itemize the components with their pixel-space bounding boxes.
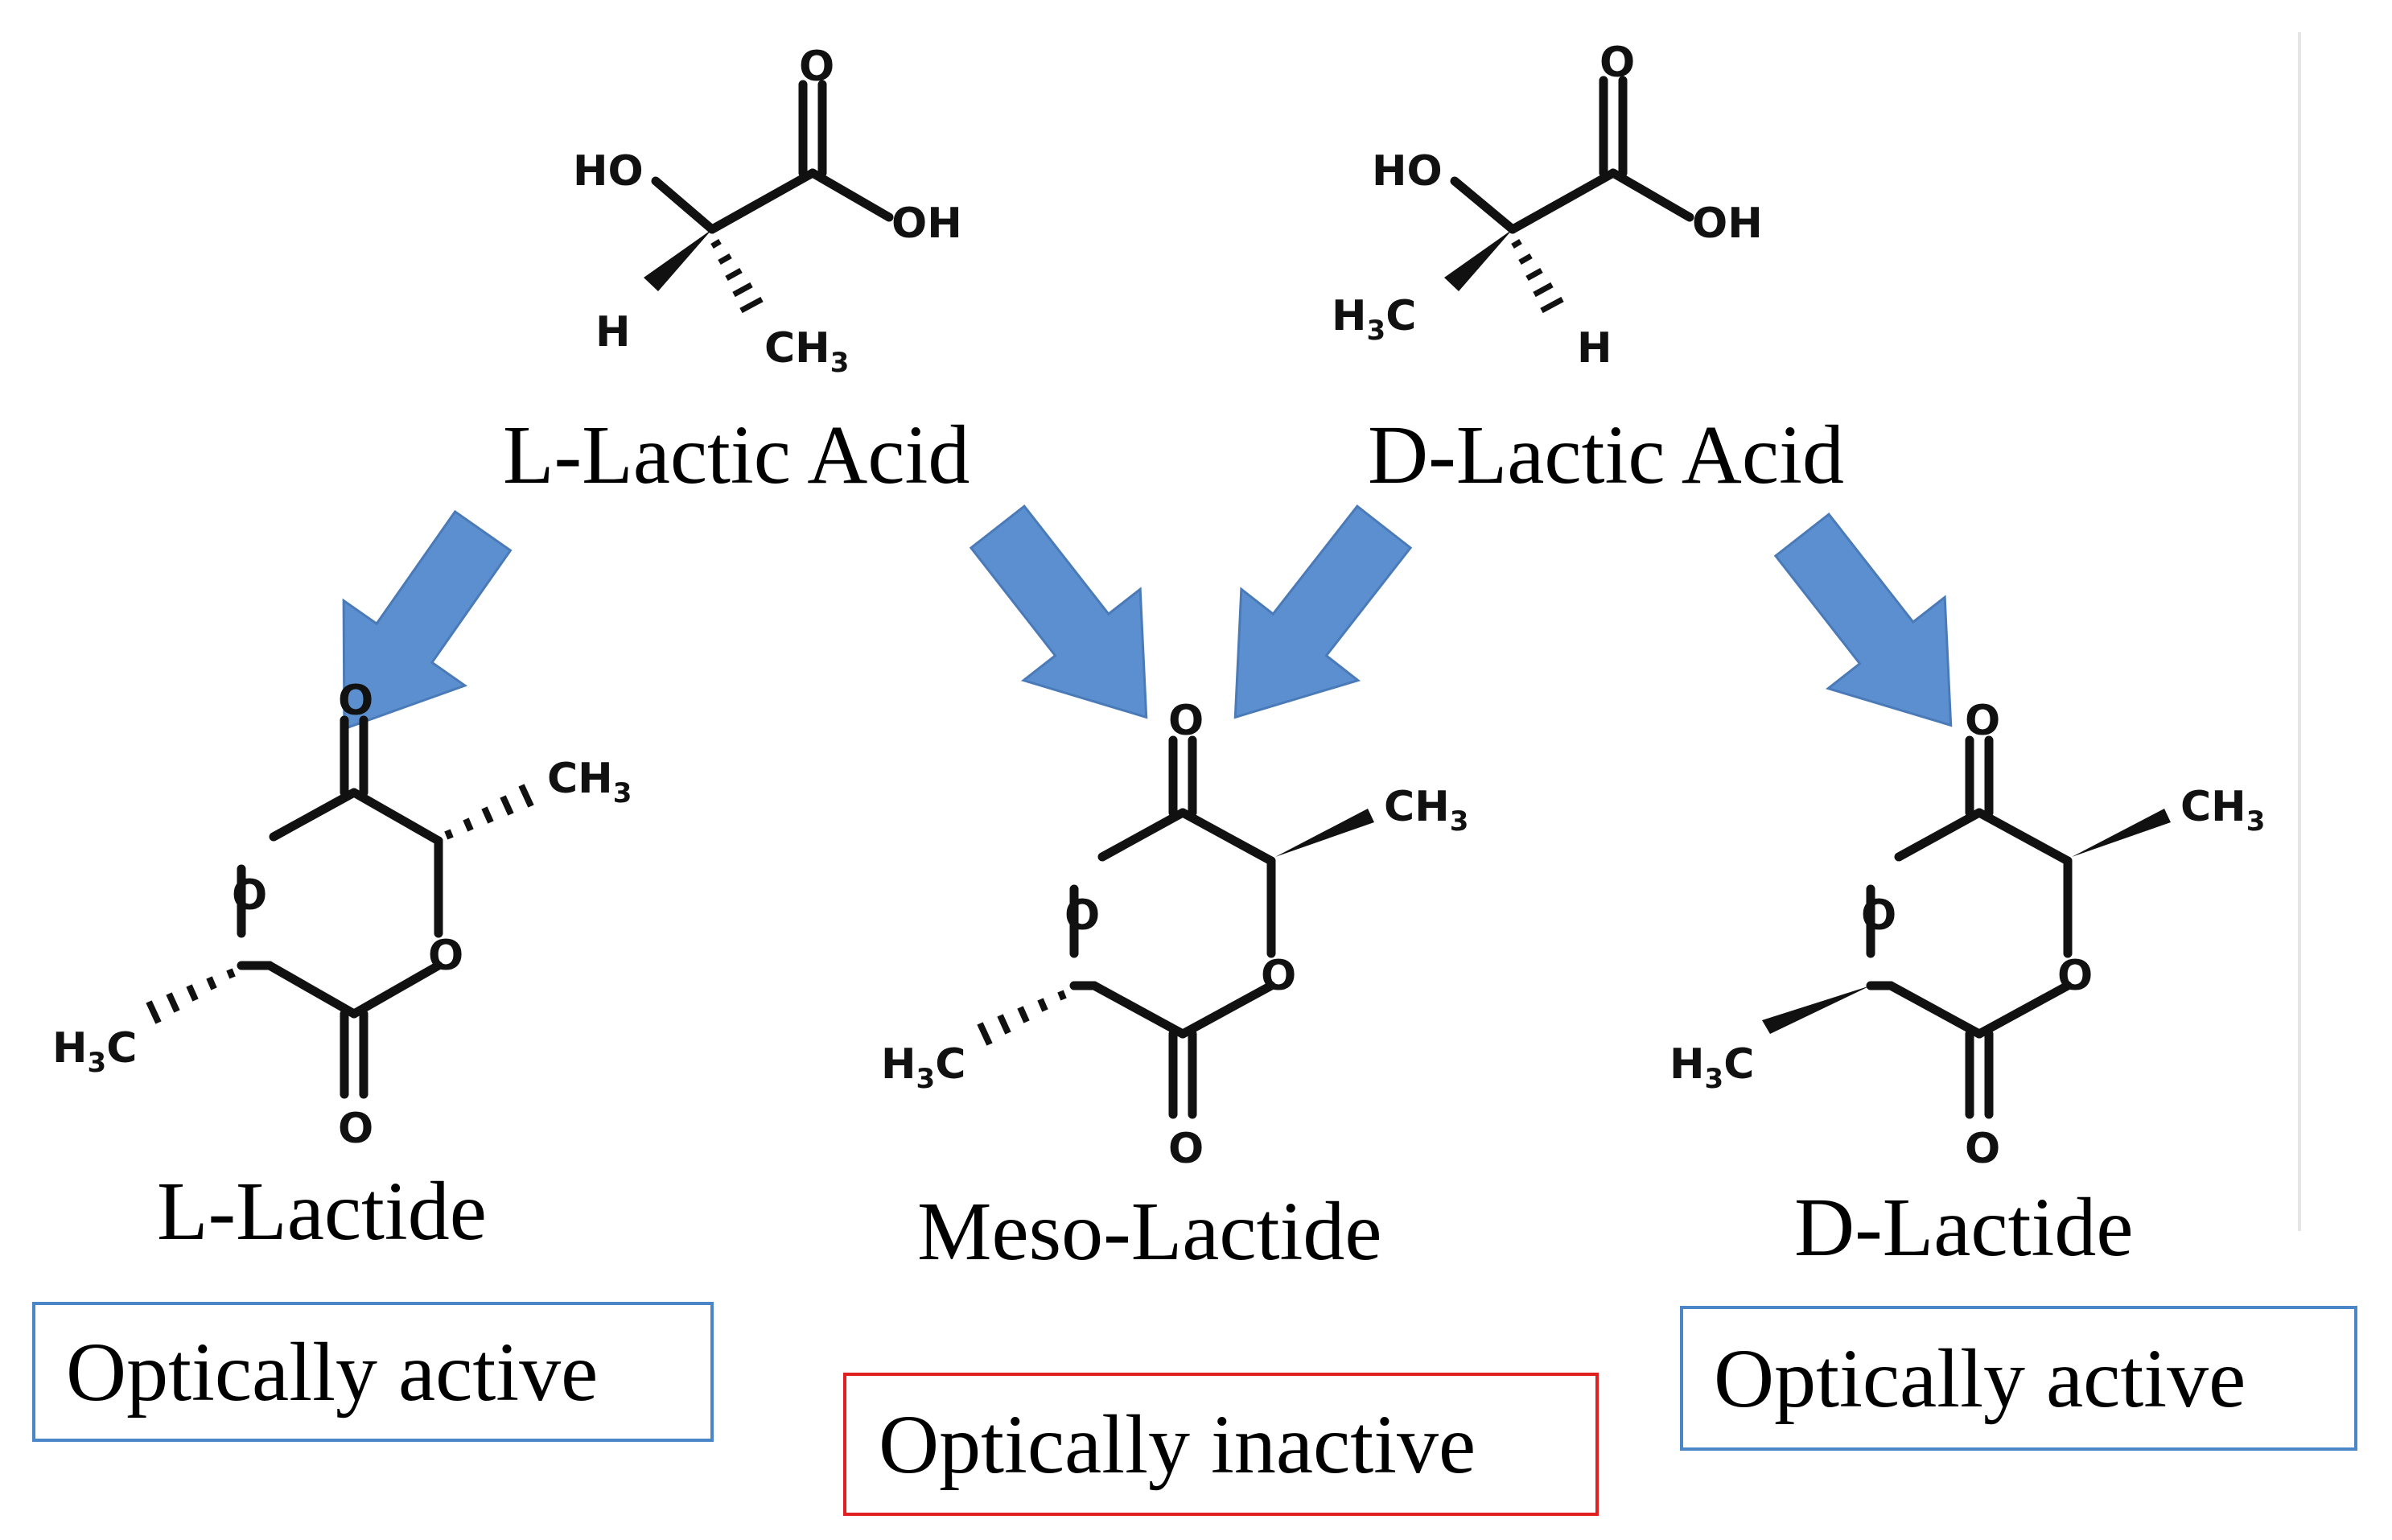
meso-lactide-activity-text: Optically inactive [879, 1398, 1476, 1491]
l-acid-h: H [595, 308, 631, 356]
l-lactic-acid-structure: HO O OH H CH3 [573, 43, 962, 379]
d-lactide-o-right: O [2057, 952, 2093, 1000]
meso-lactide-ch3: CH3 [1384, 783, 1468, 838]
meso-lactide-activity-box: Optically inactive [843, 1373, 1599, 1516]
l-lactide-label: L-Lactide [157, 1165, 487, 1258]
meso-lactide-structure: O O O O CH3 H3C [881, 697, 1468, 1173]
d-lactide-activity-text: Optically active [1714, 1332, 2246, 1425]
d-lactide-o-top: O [1965, 697, 2000, 745]
d-acid-ho: HO [1372, 147, 1443, 196]
meso-lactide-o-right: O [1261, 952, 1296, 1000]
d-lactide-h3c: H3C [1669, 1040, 1754, 1095]
arrow-l-acid-to-l-lactide [342, 509, 513, 731]
l-acid-ho: HO [573, 147, 644, 196]
d-acid-o: O [1599, 39, 1635, 87]
l-acid-ch3: CH3 [764, 324, 849, 379]
d-lactic-acid-label: D-Lactic Acid [1368, 409, 1844, 501]
d-lactic-acid-structure: HO O OH H3C H [1332, 39, 1763, 373]
arrow-d-acid-to-d-lactide [1773, 513, 1953, 727]
l-lactide-activity-text: Optically active [66, 1326, 598, 1419]
l-lactide-o-right: O [428, 932, 463, 980]
d-lactide-activity-box: Optically active [1680, 1306, 2357, 1451]
l-lactide-o-bottom: O [338, 1105, 373, 1153]
arrow-l-acid-to-meso [969, 504, 1148, 719]
l-lactide-structure: O O O O CH3 H3C [52, 677, 632, 1153]
meso-lactide-o-top: O [1168, 697, 1204, 745]
l-lactide-ch3: CH3 [547, 755, 632, 809]
l-lactide-h3c: H3C [52, 1024, 137, 1079]
d-lactide-o-bottom: O [1965, 1125, 2000, 1173]
meso-lactide-o-bottom: O [1168, 1125, 1204, 1173]
l-lactic-acid-label: L-Lactic Acid [503, 409, 970, 501]
arrow-d-acid-to-meso [1233, 504, 1413, 719]
d-acid-h3c: H3C [1332, 292, 1416, 347]
meso-lactide-o-left: O [1064, 891, 1100, 940]
d-lactide-o-left: O [1861, 891, 1896, 940]
l-lactide-o-left: O [232, 871, 267, 920]
l-lactide-o-top: O [338, 677, 373, 725]
l-acid-o: O [799, 43, 834, 91]
d-acid-oh: OH [1692, 200, 1763, 248]
d-lactide-structure: O O O O CH3 H3C [1669, 697, 2265, 1173]
l-acid-oh: OH [891, 200, 962, 248]
meso-lactide-h3c: H3C [881, 1040, 965, 1095]
d-acid-h: H [1577, 324, 1612, 373]
d-lactide-label: D-Lactide [1794, 1181, 2134, 1274]
meso-lactide-label: Meso-Lactide [917, 1185, 1382, 1278]
d-lactide-ch3: CH3 [2180, 783, 2265, 838]
l-lactide-activity-box: Optically active [32, 1302, 714, 1442]
